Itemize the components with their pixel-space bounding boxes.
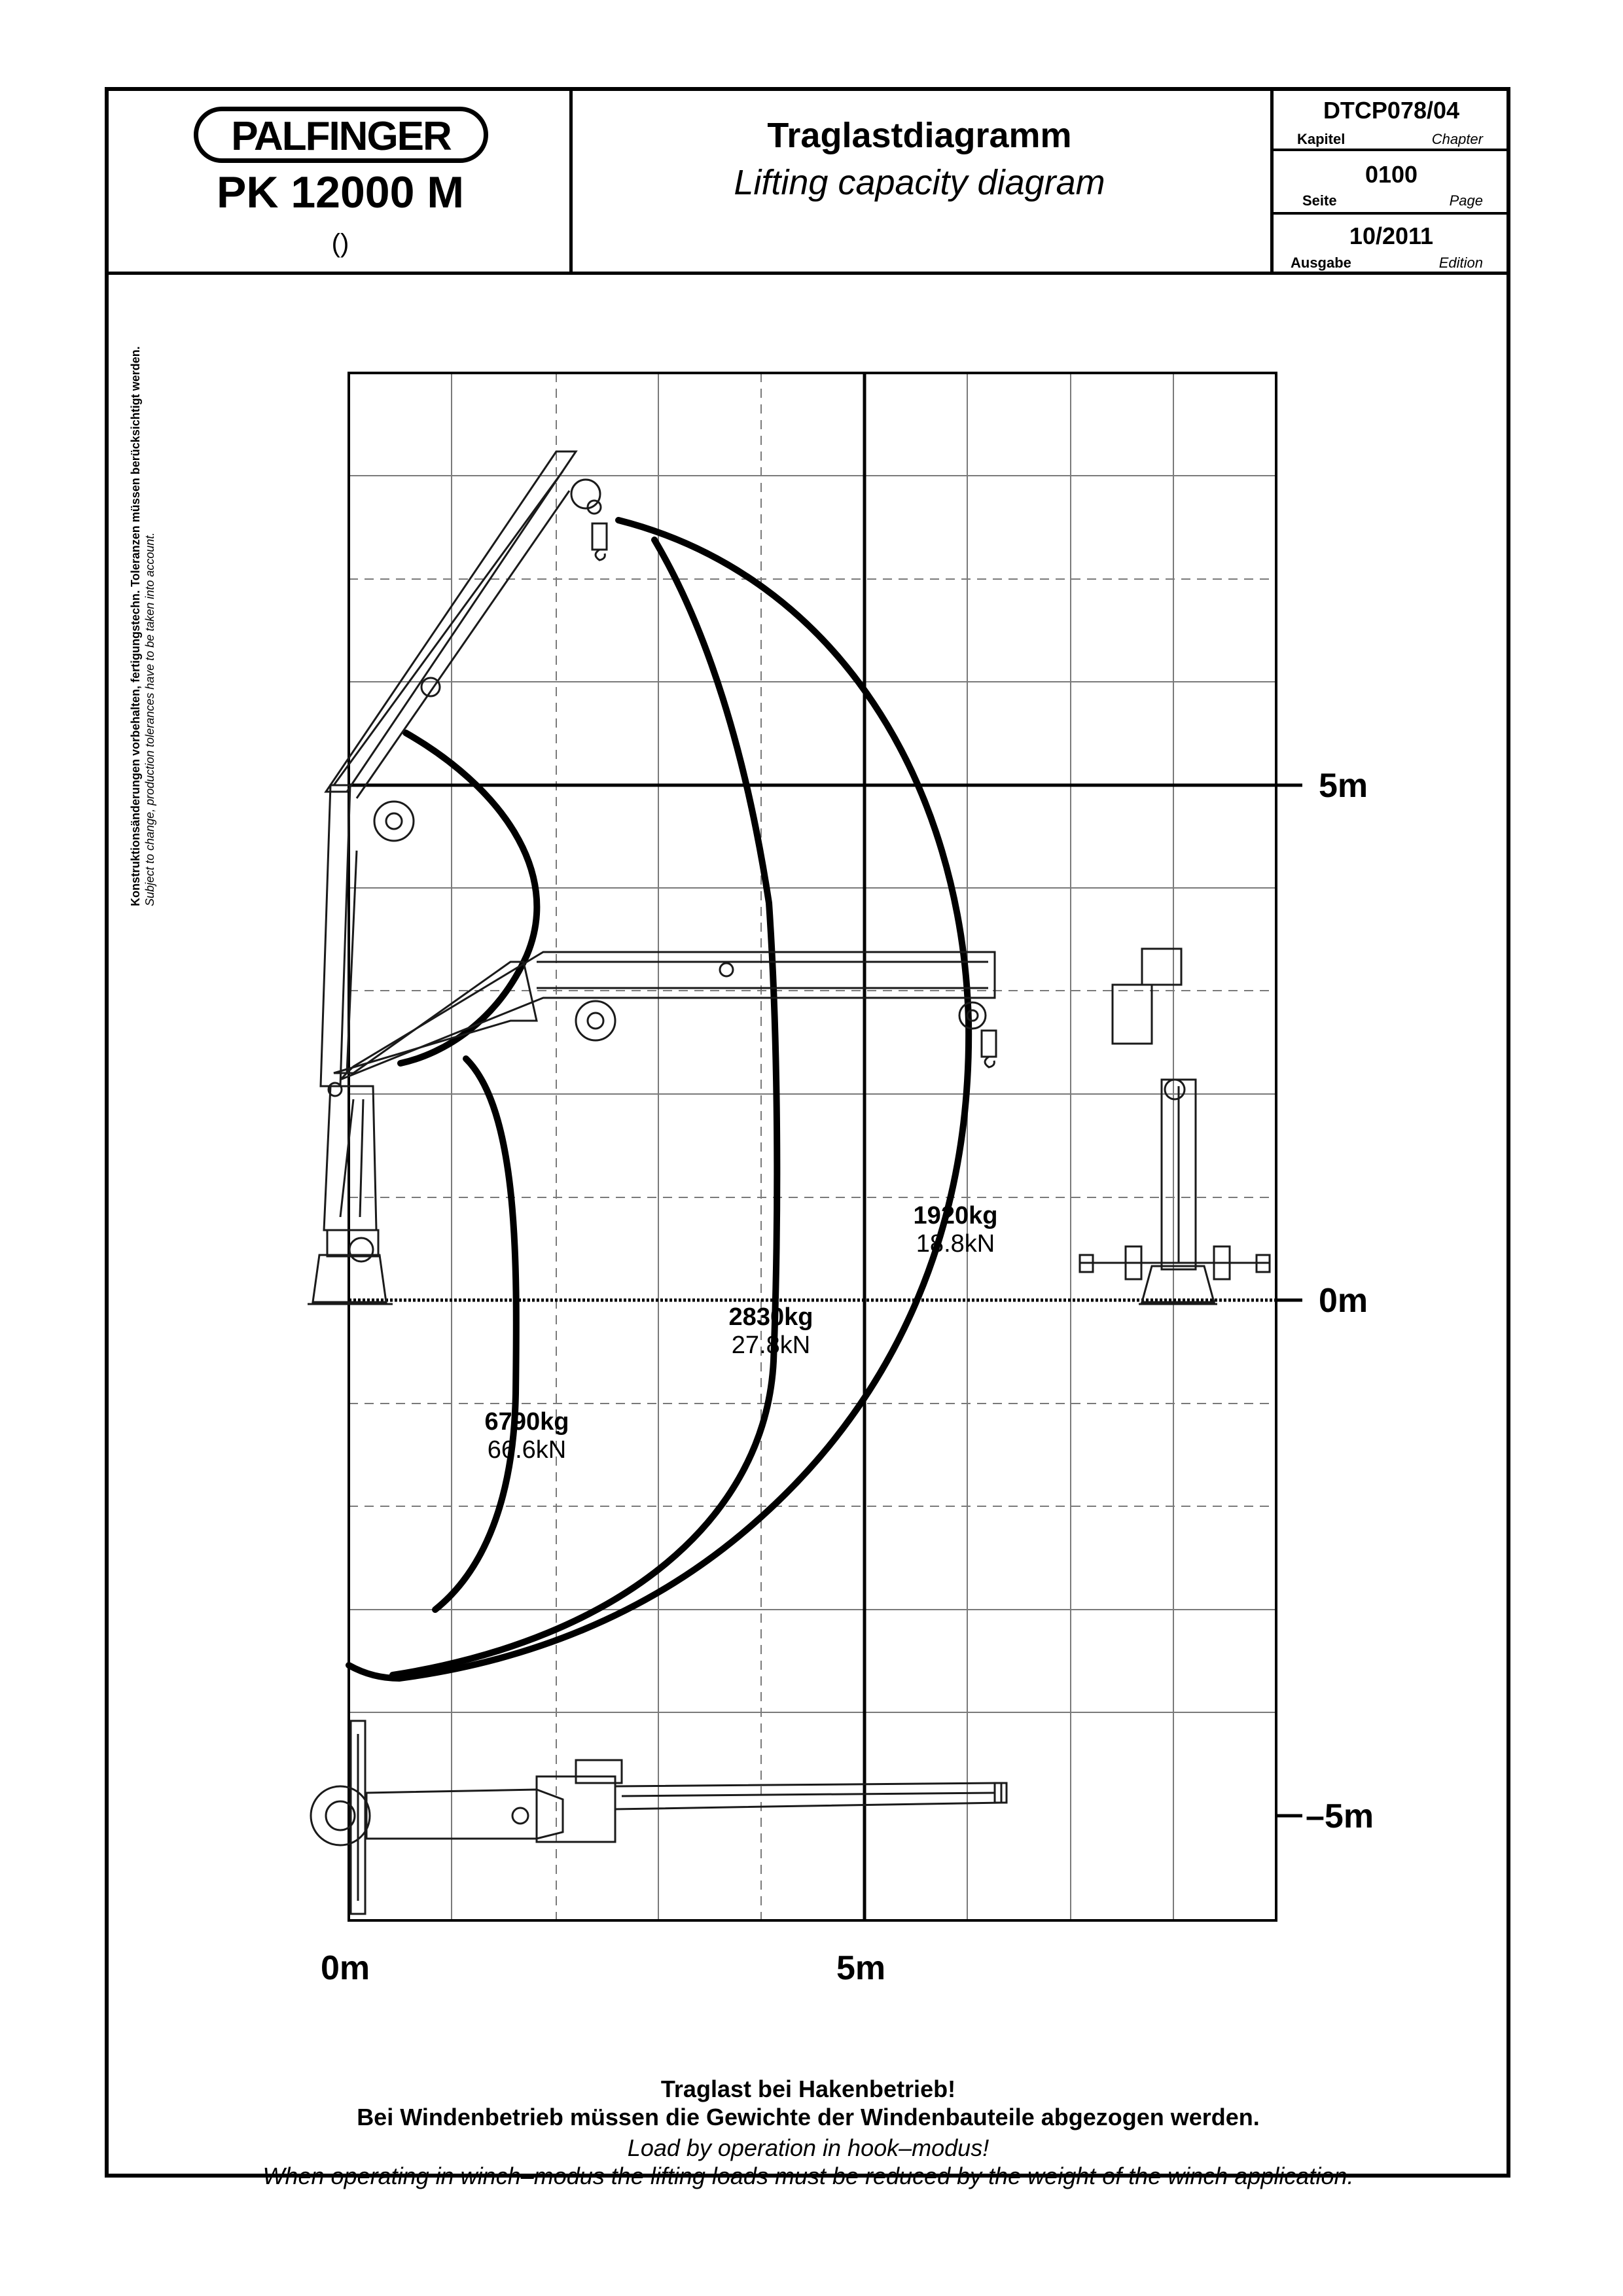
capacity-6790-kn: 66.6kN — [488, 1436, 566, 1464]
x-label-5m: 5m — [836, 1949, 885, 1987]
document-title-en: Lifting capacity diagram — [734, 163, 1105, 202]
page-number: 0100 — [1364, 161, 1418, 188]
capacity-2830-kg: 2830kg — [729, 1303, 813, 1331]
page-label-en: Page — [1449, 192, 1483, 209]
header-bottom-rule — [105, 272, 1510, 275]
edition-label-de: Ausgabe — [1291, 255, 1351, 271]
document-title-de: Traglastdiagramm — [767, 116, 1072, 155]
crane-front-view — [1079, 947, 1271, 1305]
capacity-6790-kg: 6790kg — [485, 1408, 569, 1436]
footer-line1-de: Traglast bei Hakenbetrieb! — [660, 2075, 956, 2102]
crane-model: PK 12000 M — [217, 168, 464, 217]
grid-major — [348, 372, 1302, 1922]
y-label-0m: 0m — [1319, 1282, 1368, 1320]
page-frame — [105, 87, 1510, 2178]
crane-top-view — [310, 1720, 1008, 1915]
page-label-de: Seite — [1302, 192, 1337, 209]
palfinger-logo: PALFINGER — [194, 107, 488, 163]
axis-labels: 5m 0m –5m 0m 5m — [321, 767, 1374, 1987]
capacity-curve-1920kg — [346, 517, 972, 1682]
meta-divider-2 — [1270, 212, 1510, 215]
capacity-curve-2830kg — [389, 537, 781, 1678]
document-code: DTCP078/04 — [1323, 97, 1460, 124]
edition-label-en: Edition — [1438, 255, 1483, 271]
model-variant: () — [331, 229, 349, 258]
chapter-label-en: Chapter — [1431, 131, 1483, 147]
y-label-minus5m: –5m — [1306, 1797, 1374, 1835]
x-label-0m: 0m — [321, 1949, 370, 1987]
y-label-5m: 5m — [1319, 767, 1368, 805]
logo-text: PALFINGER — [231, 114, 452, 159]
capacity-labels: 6790kg 66.6kN 2830kg 27.8kN 1920kg 18.8k… — [485, 1202, 998, 1464]
header-divider-right — [1270, 87, 1274, 275]
chapter-label-de: Kapitel — [1297, 131, 1346, 147]
footer-line2-en: When operating in winch–modus the liftin… — [262, 2163, 1354, 2189]
capacity-1920-kn: 18.8kN — [916, 1230, 995, 1258]
meta-divider-1 — [1270, 149, 1510, 151]
grid-fine — [349, 373, 1276, 1920]
capacity-1920-kg: 1920kg — [914, 1202, 998, 1229]
logo-oval — [194, 107, 488, 163]
capacity-curve-6790kg — [397, 730, 541, 1613]
footer-line2-de: Bei Windenbetrieb müssen die Gewichte de… — [357, 2104, 1260, 2130]
crane-side-view — [308, 450, 997, 1305]
edition-date: 10/2011 — [1349, 222, 1434, 249]
header-divider-left — [569, 87, 573, 275]
capacity-2830-kn: 27.8kN — [732, 1332, 810, 1359]
footer-line1-en: Load by operation in hook–modus! — [627, 2134, 990, 2161]
